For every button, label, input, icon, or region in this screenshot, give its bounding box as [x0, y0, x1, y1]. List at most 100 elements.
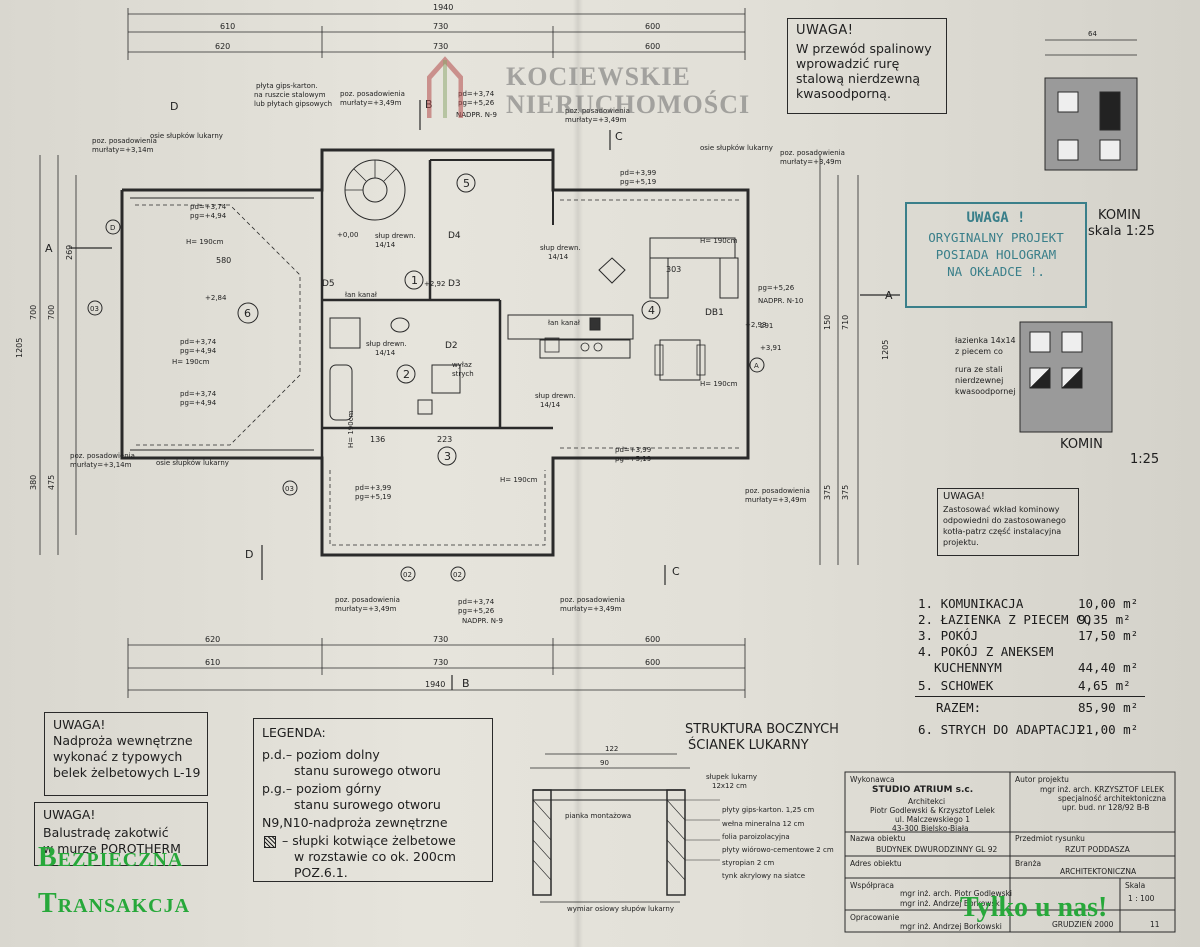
note-flue-line: wprowadzić rurę — [796, 56, 900, 71]
note-chimney-insert-line: projektu. — [943, 538, 979, 547]
svg-text:murłaty=+3,49m: murłaty=+3,49m — [780, 158, 842, 166]
svg-text:murłaty=+3,49m: murłaty=+3,49m — [560, 605, 622, 613]
chimney1-label: KOMIN — [1098, 208, 1141, 223]
svg-text:375: 375 — [823, 485, 832, 500]
section-mark-a-right: A — [885, 289, 893, 302]
note-lintels-title: UWAGA! — [53, 717, 106, 732]
hatch-swatch-icon — [264, 836, 276, 848]
lukarna-label: styropian 2 cm — [722, 859, 775, 867]
tb-author-license: upr. bud. nr 128/92 B-B — [1062, 803, 1150, 812]
tb-studio-city: 43-300 Bielsko-Biała — [892, 824, 969, 833]
svg-text:pg=+5,19: pg=+5,19 — [615, 455, 651, 463]
watermark-transakcja: Transakcja — [38, 888, 191, 919]
svg-text:poz. posadowienia: poz. posadowienia — [745, 487, 810, 495]
tb-object-label: Nazwa obiektu — [850, 834, 906, 843]
note-flue-title: UWAGA! — [796, 23, 854, 38]
room-number-3: 3 — [444, 450, 451, 463]
lukarna-label: płyty wiórowo-cementowe 2 cm — [722, 846, 834, 854]
chimney1-scale: skala 1:25 — [1088, 224, 1155, 239]
room-number-6: 6 — [244, 307, 251, 320]
svg-text:łan kanał: łan kanał — [548, 319, 580, 327]
note-lintels-line: wykonać z typowych — [53, 749, 183, 764]
svg-text:610: 610 — [205, 658, 220, 667]
stamp-line: ORYGINALNY PROJEKT — [928, 230, 1064, 245]
section-mark-b-bottom: B — [462, 677, 470, 690]
tb-scale-value: 1 : 100 — [1128, 894, 1155, 903]
tb-studio-street: ul. Malczewskiego 1 — [895, 815, 971, 824]
svg-text:słup drewn.: słup drewn. — [366, 340, 407, 348]
tb-author-name: mgr inż. arch. KRZYSZTOF LELEK — [1040, 785, 1164, 794]
tb-studio-names: Piotr Godlewski & Krzysztof Lelek — [870, 806, 995, 815]
svg-text:NADPR. N-9: NADPR. N-9 — [462, 617, 503, 625]
room-number-5: 5 — [463, 177, 470, 190]
svg-text:pd=+3,74: pd=+3,74 — [180, 338, 217, 346]
dim-bottom-total: 1940 — [425, 680, 445, 689]
svg-text:pd=+3,99: pd=+3,99 — [615, 446, 651, 454]
svg-text:D2: D2 — [445, 341, 458, 351]
lukarna-dim-total: 122 — [605, 745, 618, 753]
svg-text:murłaty=+3,14m: murłaty=+3,14m — [70, 461, 132, 469]
svg-text:poz. posadowienia: poz. posadowienia — [70, 452, 135, 460]
tb-branch-value: ARCHITEKTONICZNA — [1060, 867, 1137, 876]
note-lintels-line: belek żelbetowych L-19 — [53, 765, 201, 780]
svg-text:03: 03 — [285, 485, 294, 493]
svg-text:D3: D3 — [448, 279, 461, 289]
tb-author-spec: specjalność architektoniczna — [1058, 794, 1167, 803]
svg-text:poz. posadowienia: poz. posadowienia — [340, 90, 405, 98]
svg-text:+2,84: +2,84 — [205, 294, 227, 302]
svg-text:380: 380 — [29, 475, 38, 490]
svg-text:475: 475 — [47, 475, 56, 490]
svg-text:pd=+3,74: pd=+3,74 — [190, 203, 227, 211]
section-mark-d-bottom: D — [245, 548, 253, 561]
svg-text:620: 620 — [205, 635, 220, 644]
svg-text:pg=+5,19: pg=+5,19 — [620, 178, 656, 186]
svg-text:1205: 1205 — [15, 338, 24, 358]
svg-text:osie słupków lukarny: osie słupków lukarny — [150, 132, 223, 140]
section-mark-c-top: C — [615, 130, 623, 143]
svg-text:+2,93: +2,93 — [745, 321, 766, 329]
lukarna-label: płyty gips-karton. 1,25 cm — [722, 806, 815, 814]
note-flue-line: W przewód spalinowy — [796, 41, 932, 56]
svg-text:730: 730 — [433, 658, 448, 667]
svg-text:pg=+4,94: pg=+4,94 — [180, 399, 217, 407]
note-balustrade: UWAGA! Balustradę zakotwić w murze POROT… — [34, 802, 208, 866]
tb-author-label: Autor projektu — [1015, 775, 1069, 784]
chimney2-note: łazienka 14x14 — [955, 336, 1016, 345]
chimney2-note: nierdzewnej — [955, 376, 1004, 385]
svg-text:D4: D4 — [448, 231, 461, 241]
area-total-value: 85,90 m² — [1078, 700, 1139, 715]
svg-text:D: D — [110, 224, 115, 232]
svg-text:pd=+3,74: pd=+3,74 — [180, 390, 217, 398]
svg-text:600: 600 — [645, 635, 660, 644]
chimney2-note: z piecem co — [955, 347, 1003, 356]
svg-text:H= 190cm: H= 190cm — [172, 358, 210, 366]
stamp-line: NA OKŁADCE !. — [947, 264, 1045, 279]
svg-text:14/14: 14/14 — [375, 241, 396, 249]
svg-text:700: 700 — [47, 305, 56, 320]
legend: LEGENDA: p.d.– poziom dolny stanu surowe… — [253, 718, 493, 882]
svg-text:600: 600 — [645, 658, 660, 667]
room-number-4: 4 — [648, 304, 655, 317]
note-lintels: UWAGA! Nadproża wewnętrzne wykonać z typ… — [44, 712, 208, 796]
svg-text:słup drewn.: słup drewn. — [375, 232, 416, 240]
svg-text:osie słupków lukarny: osie słupków lukarny — [156, 459, 229, 467]
section-mark-d-top: D — [170, 100, 178, 113]
chimney2-label: KOMIN — [1060, 437, 1103, 452]
chimney2-scale: 1:25 — [1130, 452, 1160, 467]
note-flue: UWAGA! W przewód spalinowy wprowadzić ru… — [787, 18, 947, 114]
svg-text:269: 269 — [65, 245, 74, 260]
lukarna-label: słupek lukarny — [706, 773, 758, 781]
svg-text:słup drewn.: słup drewn. — [540, 244, 581, 252]
svg-text:wyłaz: wyłaz — [452, 361, 472, 369]
area-label: 3. POKÓJ — [918, 628, 979, 643]
svg-text:pd=+3,74: pd=+3,74 — [458, 598, 495, 606]
svg-text:płyta gips-karton.: płyta gips-karton. — [256, 82, 318, 90]
note-flue-line: stalową nierdzewną — [796, 71, 921, 86]
svg-text:700: 700 — [29, 305, 38, 320]
lukarna-label: folia paroizolacyjna — [722, 833, 790, 841]
svg-text:136: 136 — [370, 435, 385, 444]
room-number-1: 1 — [411, 274, 418, 287]
lukarna-label: pianka montażowa — [565, 812, 632, 820]
svg-text:DB1: DB1 — [705, 308, 724, 318]
